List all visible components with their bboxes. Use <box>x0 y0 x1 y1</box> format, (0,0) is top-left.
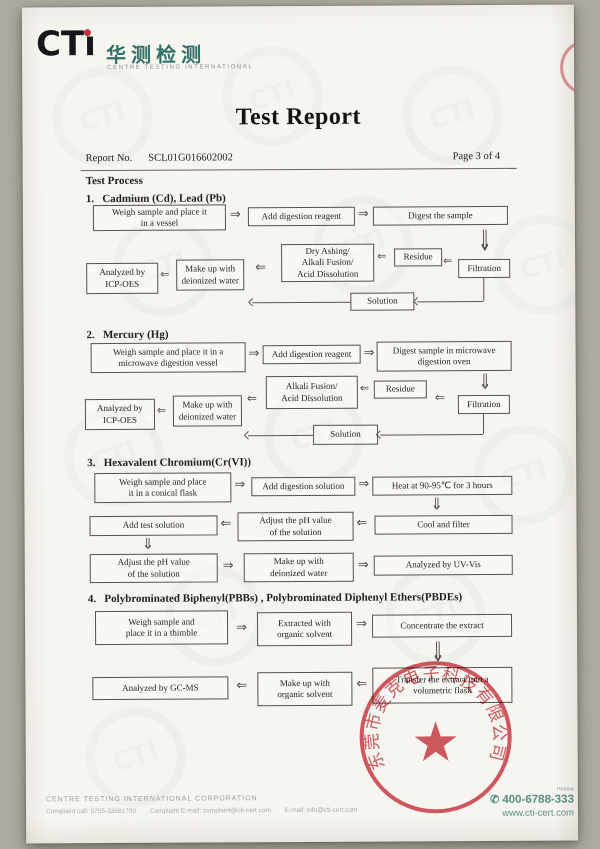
footer-hotline-block: Hotline ✆400-6788-333 www.cti-cert.com <box>456 787 574 820</box>
box-add-digestion-solution: Add digestion solution <box>251 476 356 497</box>
report-no-label: Report No. <box>85 152 133 165</box>
seal-ring <box>359 661 512 814</box>
box-filtration: Filtration <box>457 394 510 415</box>
box-cool-and-filter: Cool and filter <box>374 514 513 535</box>
arrow-left-icon: ⇐ <box>246 391 257 406</box>
box-filtration: Filtration <box>458 258 511 279</box>
footer-contacts: Complaint call: 0755-33681700 Complaint … <box>46 807 369 816</box>
box-adjust-ph-1: Adjust the pH value of the solution <box>237 511 354 542</box>
arrow-right-icon: ⇒ <box>234 477 246 493</box>
arrow-right-icon: ⇒ <box>358 476 370 492</box>
footer-complaint-email: Complaint E-mail: complaint@cti-cert.com <box>149 807 271 815</box>
box-residue: Residue <box>394 248 443 267</box>
report-no-value: SCL01G016602002 <box>148 152 233 164</box>
test-process-heading: Test Process <box>85 174 143 188</box>
phone-icon: ✆ <box>490 793 500 807</box>
arrow-left-icon: ⇐ <box>356 515 368 531</box>
box-digest-microwave-oven: Digest sample in microwave digestion ove… <box>376 340 512 372</box>
arrow-right-icon: ⇒ <box>222 558 234 574</box>
arrow-left-icon: ⇐ <box>443 254 453 268</box>
seal-company-text: 东莞市麦克电子科技有限公司 <box>362 663 509 772</box>
box-analyzed-icp-oes: Analyzed by ICP-OES <box>86 262 159 295</box>
box-residue: Residue <box>373 380 427 399</box>
arrow-left-icon: ⇐ <box>434 390 445 405</box>
box-analyzed-icp-oes: Analyzed by ICP-OES <box>84 398 156 431</box>
box-analyzed-uv-vis: Analyzed by UV-Vis <box>373 554 513 576</box>
box-weigh-sample-microwave: Weigh sample and place it in a microwave… <box>90 342 246 374</box>
box-solution: Solution <box>313 424 379 445</box>
watermark-text: CTI <box>108 735 163 779</box>
connector-line <box>482 414 485 435</box>
box-add-test-solution: Add test solution <box>89 515 218 537</box>
box-alkali-fusion: Alkali Fusion/ Acid Dissolution <box>265 375 358 410</box>
section-3-heading: 3. Hexavalent Chromium(Cr(VI)) <box>87 456 252 470</box>
box-make-up-deionized: Make up with deionized water <box>243 552 354 583</box>
report-paper: CTI CTI CTI CTI CTI CTI CTI CTI CTI CTI … <box>21 4 579 844</box>
arrow-left-icon: ⇐ <box>255 260 267 276</box>
box-make-up-organic-solvent: Make up with organic solvent <box>257 671 353 707</box>
box-dry-ashing: Dry Ashing/ Alkali Fusion/ Acid Dissolut… <box>281 243 375 283</box>
watermark-text: CTI <box>516 243 570 287</box>
arrow-right-icon: ⇒ <box>357 206 369 222</box>
connector-line <box>483 278 485 302</box>
hotline-number: ✆400-6788-333 <box>456 793 574 807</box>
arrow-right-icon: ⇒ <box>363 345 375 361</box>
box-weigh-sample-conical-flask: Weigh sample and place it in a conical f… <box>94 472 232 504</box>
header-rule <box>80 167 517 172</box>
page-indicator: Page 3 of 4 <box>452 150 501 163</box>
arrow-down-icon: ⇓ <box>430 494 444 514</box>
box-extracted-organic-solvent: Extracted with organic solvent <box>256 611 353 647</box>
box-add-digestion-reagent: Add digestion reagent <box>247 206 355 227</box>
box-concentrate-extract: Concentrate the extract <box>371 613 513 638</box>
seal-star-icon <box>414 721 457 762</box>
arrow-down-icon: ⇓ <box>478 369 492 395</box>
footer-email: E-mail: info@cti-cert.com <box>284 806 358 815</box>
box-heat: Heat at 90-95℃ for 3 hours <box>372 475 513 496</box>
connector-line <box>252 301 351 304</box>
logo-subtitle: CENTRE TESTING INTERNATIONAL <box>107 64 254 72</box>
watermark-circle: CTI <box>209 32 336 160</box>
box-analyzed-gc-ms: Analyzed by GC-MS <box>92 676 229 701</box>
cti-logo-letters: CT <box>35 24 85 65</box>
section-1-heading: 1. Cadmium (Cd), Lead (Pb) <box>85 192 226 206</box>
arrow-right-icon: ⇒ <box>229 207 241 223</box>
svg-text:东莞市麦克电子科技有限公司: 东莞市麦克电子科技有限公司 <box>362 663 509 772</box>
box-make-up-deionized: Make up with deionized water <box>176 259 245 291</box>
arrow-left-icon: ⇐ <box>220 516 232 532</box>
box-weigh-sample-vessel: Weigh sample and place it in a vessel <box>92 204 226 232</box>
connector-line <box>380 434 484 436</box>
section-2-heading: 2. Mercury (Hg) <box>86 328 169 342</box>
arrow-left-icon: ⇐ <box>377 249 387 263</box>
website-url: www.cti-cert.com <box>502 807 575 819</box>
connector-line <box>417 301 484 303</box>
arrow-left-icon: ⇐ <box>160 267 170 281</box>
arrow-right-icon: ⇒ <box>356 616 367 632</box>
box-solution: Solution <box>350 292 415 311</box>
arrow-right-icon: ⇒ <box>236 620 248 636</box>
arrow-left-icon: ⇐ <box>156 403 167 417</box>
box-weigh-sample-thimble: Weigh sample and place it in a thimble <box>94 610 229 646</box>
arrow-left-icon: ⇐ <box>236 678 248 694</box>
cti-logo-red-dot-icon <box>83 29 91 37</box>
arrowhead-left-icon <box>243 431 253 440</box>
arrow-down-icon: ⇓ <box>477 223 492 258</box>
footer-corporation: CENTRE TESTING INTERNATIONAL CORPORATION <box>45 795 258 804</box>
page-title: Test Report <box>235 103 362 131</box>
footer-complaint-call: Complaint call: 0755-33681700 <box>46 807 137 816</box>
arrow-down-icon: ⇓ <box>141 534 155 553</box>
cti-logo: CTı <box>35 24 96 65</box>
arrow-right-icon: ⇒ <box>357 557 369 573</box>
report-number-row: Report No. SCL01G016602002 <box>86 152 233 164</box>
arrow-left-icon: ⇐ <box>359 381 370 395</box>
section-4-heading: 4. Polybrominated Biphenyl(PBBs) , Polyb… <box>87 591 463 606</box>
arrowhead-left-icon <box>248 298 257 307</box>
arrow-right-icon: ⇒ <box>248 346 260 362</box>
hotline-number-text: 400-6788-333 <box>502 793 575 806</box>
company-seal: 东莞市麦克电子科技有限公司 <box>359 661 512 814</box>
box-make-up-deionized: Make up with deionized water <box>172 395 243 427</box>
box-adjust-ph-2: Adjust the pH value of the solution <box>89 553 218 584</box>
box-add-digestion-reagent: Add digestion reagent <box>262 344 361 365</box>
partial-red-seal <box>559 40 579 95</box>
